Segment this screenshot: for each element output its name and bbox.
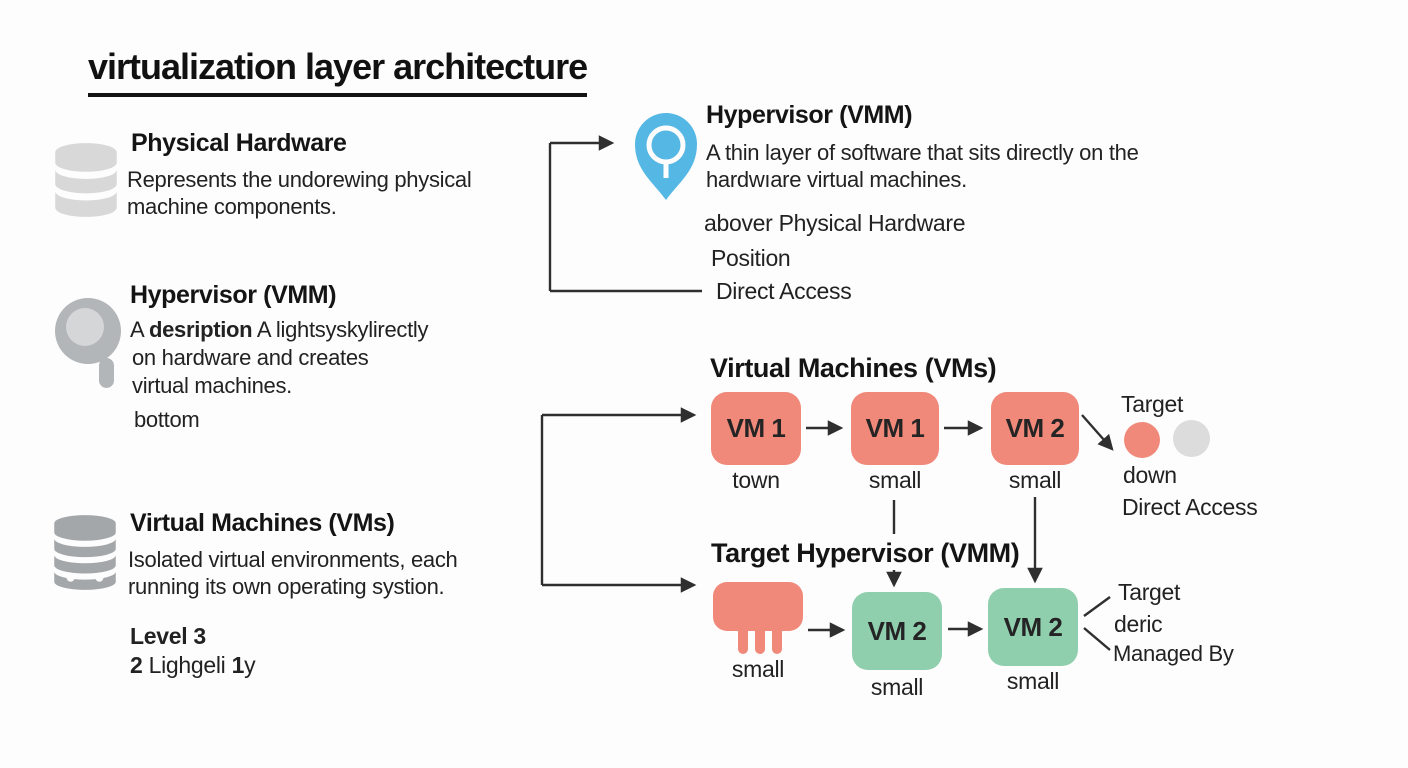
hypervisor-left-desc-line2: on hardware and creates [132, 345, 369, 370]
comb-caption: small [731, 656, 785, 682]
desc-bold: desription [148, 317, 253, 342]
desc-rest: A lightsyskylirectly [252, 317, 429, 342]
frag-bold-2: 1 [231, 652, 245, 678]
vm-box-2-caption: small [868, 467, 922, 493]
target-salmon-dot [1124, 422, 1160, 458]
physical-hardware-desc-line2: machine components. [127, 194, 337, 219]
direct-access-label: Direct Access [1122, 494, 1258, 520]
database-icon [55, 143, 117, 217]
vm2-box-2-caption: small [1006, 668, 1060, 694]
comb-chip-shape [713, 582, 803, 654]
note-direct-access: Direct Access [716, 278, 852, 304]
frag-text-1: Lighgeli [142, 652, 232, 678]
desc-prefix: A [130, 317, 149, 342]
vm-box-2: VM 1 [851, 392, 939, 465]
vm2-box-2: VM 2 [988, 588, 1078, 666]
note-position: Position [711, 245, 791, 271]
managed-by-label: Managed By [1113, 641, 1234, 666]
physical-hardware-desc-line1: Represents the undorewing physical [127, 167, 472, 192]
note-above-physical-hardware: abover Physical Hardware [704, 210, 966, 236]
frag-bold-1: 2 [130, 652, 143, 678]
hypervisor-right-title: Hypervisor (VMM) [706, 101, 913, 129]
vms-left-title: Virtual Machines (VMs) [130, 509, 395, 537]
down-label: down [1123, 462, 1177, 488]
hypervisor-left-desc-line3: virtual machines. [132, 373, 292, 398]
vm-box-1: VM 1 [711, 392, 801, 465]
target-label-bottom: Target [1118, 579, 1181, 605]
vm-diagram-title: Virtual Machines (VMs) [710, 353, 997, 383]
vm-box-1-caption: town [732, 467, 780, 493]
hypervisor-left-title: Hypervisor (VMM) [130, 281, 337, 309]
hypervisor-right-desc-line2: hardwıare virtual machines. [706, 167, 967, 192]
magnifier-pin-icon [55, 298, 121, 388]
blue-pin-icon [635, 113, 697, 200]
level-label: Level 3 [130, 623, 206, 649]
physical-hardware-title: Physical Hardware [131, 129, 347, 157]
target-label-top: Target [1121, 391, 1184, 417]
vm2-box-1-caption: small [870, 674, 924, 700]
deric-label: deric [1114, 611, 1163, 637]
vm-box-3: VM 2 [991, 392, 1079, 465]
hypervisor-left-bottom-label: bottom [134, 407, 200, 432]
server-stack-icon [54, 515, 116, 590]
vm2-box-1: VM 2 [852, 592, 942, 670]
target-gray-dot [1173, 420, 1210, 457]
vms-left-desc-line1: Isolated virtual environments, each [128, 547, 458, 572]
page-title: virtualization layer architecture [88, 46, 588, 97]
hypervisor-left-desc-line1: A desription A lightsyskylirectly [130, 317, 429, 343]
vms-left-desc-line2: running its own operating systion. [128, 574, 445, 599]
frag-text-2: y [244, 652, 256, 678]
target-hypervisor-title: Target Hypervisor (VMM) [711, 538, 1020, 568]
level-fragment-line: 2 Lighgeli 1y [130, 652, 256, 679]
vm-box-3-caption: small [1008, 467, 1062, 493]
hypervisor-right-desc-line1: A thin layer of software that sits direc… [706, 140, 1139, 165]
